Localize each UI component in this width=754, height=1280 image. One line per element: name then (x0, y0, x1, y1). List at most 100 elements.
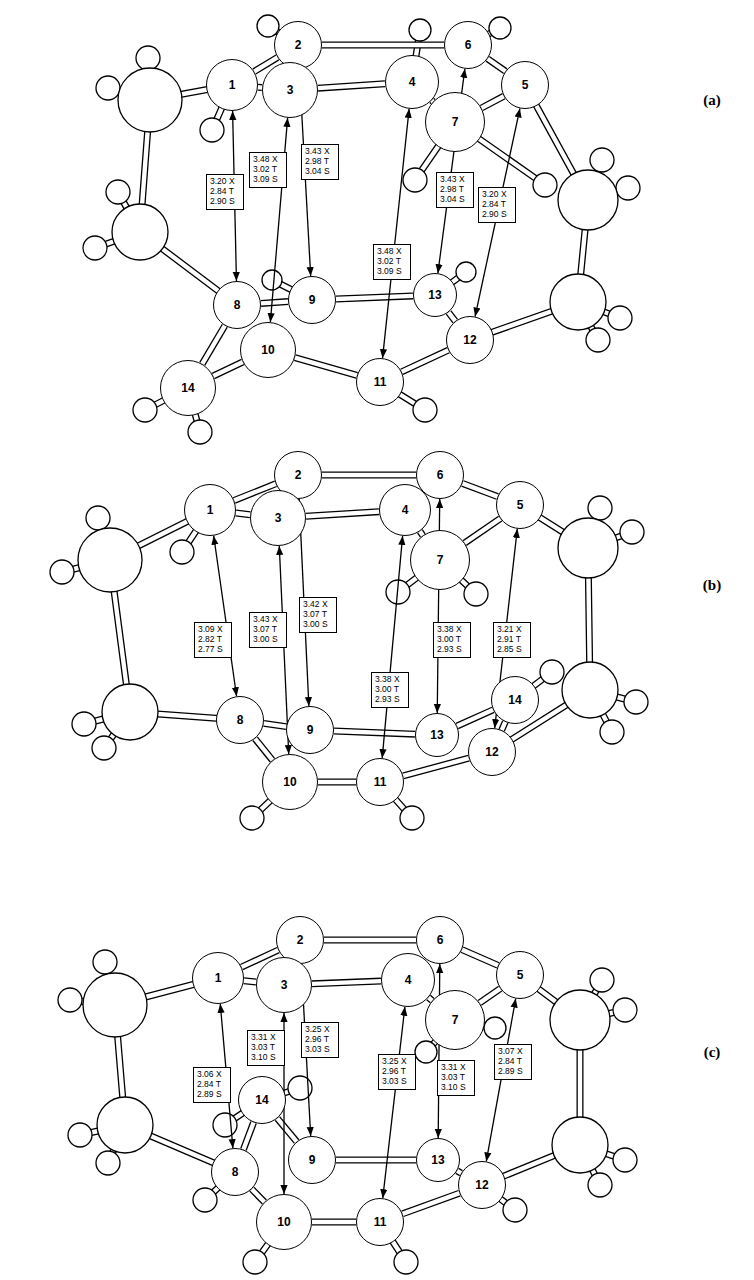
atom-circle: 7 (410, 530, 470, 590)
atom-number: 10 (283, 775, 296, 789)
distance-label: 3.48 X 3.02 T 3.09 S (249, 152, 287, 187)
distance-arrow (486, 999, 515, 1162)
atom-circle: 6 (416, 916, 464, 964)
atom-number: 4 (409, 75, 416, 89)
bond (261, 302, 288, 304)
atom-number: 7 (452, 1013, 459, 1027)
carbon-atoms (78, 68, 618, 1173)
bond (336, 1160, 416, 1161)
atom-number: 12 (485, 745, 498, 759)
atom-number: 1 (215, 971, 222, 985)
bond (465, 519, 501, 543)
bond (312, 981, 381, 984)
atom-circle: 7 (425, 990, 485, 1050)
atom-number: 14 (181, 381, 194, 395)
distance-label: 3.48 X 3.02 T 3.09 S (373, 244, 411, 279)
bond (277, 1118, 296, 1141)
atom-number: 14 (508, 693, 521, 707)
bond (488, 59, 506, 71)
distance-arrow (475, 108, 520, 316)
atom-circle: 1 (184, 484, 236, 536)
atom-circle: 12 (458, 1161, 506, 1209)
atom-circle: 3 (262, 62, 318, 118)
atom-circle: 10 (262, 754, 318, 810)
distance-label: 3.06 X 2.84 T 2.89 S (193, 1067, 231, 1102)
atom-number: 10 (277, 1215, 290, 1229)
atom-number: 9 (309, 1153, 316, 1167)
atom-circle: 12 (446, 316, 494, 364)
atom-number: 8 (232, 1165, 239, 1179)
atom-number: 5 (517, 968, 524, 982)
atom-circle: 10 (240, 322, 296, 378)
distance-label: 3.43 X 2.98 T 3.04 S (301, 144, 339, 179)
distance-label: 3.43 X 2.98 T 3.04 S (436, 172, 474, 207)
bond (306, 512, 379, 517)
distance-arrow (270, 118, 287, 322)
bond (502, 722, 506, 730)
atom-number: 4 (405, 973, 412, 987)
atom-circle: 6 (444, 21, 492, 69)
atom-circle: 9 (288, 1136, 336, 1184)
distance-label: 3.42 X 3.07 T 3.00 S (299, 597, 337, 632)
bond (403, 1193, 460, 1214)
atom-number: 5 (522, 78, 529, 92)
distance-label: 3.31 X 3.03 T 3.10 S (247, 1030, 285, 1065)
atom-number: 4 (402, 503, 409, 517)
atom-number: 6 (465, 38, 472, 52)
atom-circle: 12 (468, 728, 516, 776)
bond (243, 1122, 253, 1149)
atom-circle: 11 (356, 1198, 404, 1246)
atom-circle: 14 (160, 360, 216, 416)
atom-number: 5 (517, 498, 524, 512)
bond (482, 96, 504, 108)
atom-circle: 1 (206, 59, 258, 111)
bond (255, 739, 272, 761)
atom-circle: 6 (416, 451, 464, 499)
bond (236, 513, 250, 515)
atom-number: 9 (307, 723, 314, 737)
atom-circle: 8 (216, 696, 264, 744)
atom-circle: 5 (496, 951, 544, 999)
bond (480, 989, 501, 1003)
bond (334, 731, 415, 734)
panel-label: (b) (703, 577, 721, 594)
bond (336, 296, 413, 299)
bond (244, 981, 256, 982)
atom-circle: 3 (250, 490, 306, 546)
atom-number: 6 (437, 468, 444, 482)
distance-label: 3.21 X 2.91 T 2.85 S (493, 622, 531, 657)
distance-arrow (383, 1007, 405, 1198)
atom-circle: 7 (425, 92, 485, 152)
bond (213, 362, 242, 376)
bond-tubes (62, 26, 636, 1262)
atom-number: 7 (452, 115, 459, 129)
atom-number: 8 (234, 298, 241, 312)
atom-circle: 9 (286, 706, 334, 754)
atom-circle: 13 (413, 273, 457, 317)
bond (457, 710, 493, 726)
bond (312, 1222, 356, 1223)
bond (322, 45, 444, 46)
distance-label: 3.20 X 2.84 T 2.90 S (206, 174, 244, 209)
atom-number: 6 (437, 933, 444, 947)
distance-label: 3.25 X 2.96 T 3.03 S (301, 1022, 339, 1057)
atom-number: 11 (374, 1215, 387, 1229)
atom-number: 3 (287, 83, 294, 97)
atom-number: 10 (261, 343, 274, 357)
bond (449, 312, 456, 321)
distance-arrow (383, 109, 410, 358)
atom-number: 14 (255, 1093, 268, 1107)
distance-label: 3.07 X 2.84 T 2.89 S (494, 1044, 532, 1079)
atom-circle: 11 (356, 758, 404, 806)
bond (322, 475, 416, 476)
distance-label: 3.31 X 3.03 T 3.10 S (437, 1060, 475, 1095)
atom-number: 1 (229, 78, 236, 92)
atom-circle: 8 (213, 281, 261, 329)
bond (402, 350, 449, 372)
distance-label: 3.43 X 3.07 T 3.00 S (249, 612, 287, 647)
atom-circle: 8 (211, 1148, 259, 1196)
bond (295, 358, 357, 376)
bond (318, 782, 356, 783)
